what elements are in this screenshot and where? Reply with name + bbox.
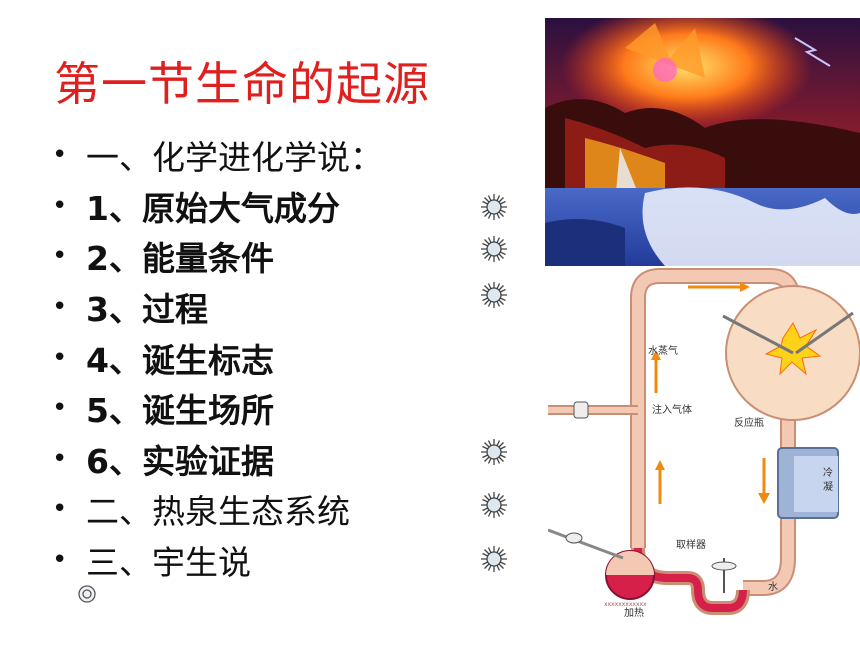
sun-link-icon[interactable]: [479, 234, 509, 264]
slide-title: 第一节生命的起源: [54, 57, 430, 111]
list-item: • 6、实验证据: [52, 434, 383, 485]
bullet: •: [52, 393, 68, 424]
label-sampler: 取样器: [676, 538, 706, 551]
item-text: 3、过程: [86, 290, 208, 330]
bullet: •: [52, 292, 68, 323]
bullet: •: [52, 545, 68, 576]
bullet: •: [52, 241, 68, 272]
list-item: • 二、热泉生态系统: [52, 484, 383, 535]
label-heat-coil: xxxxxxxxxxxx: [604, 601, 647, 608]
item-text: 2、能量条件: [86, 239, 274, 279]
bullet: •: [52, 494, 68, 525]
miller-experiment-diagram: 水蒸气 注入气体 反应瓶 冷 凝 取样器 水 xxxxxxxxxxxx 加热: [548, 268, 860, 619]
label-heat: 加热: [624, 606, 644, 619]
outline-list: • 一、化学进化学说： • 1、原始大气成分 • 2、能量条件 • 3、过程 • 4、诞生…: [52, 130, 383, 585]
label-condense-1: 冷: [823, 466, 833, 479]
list-item: • 3、过程: [52, 282, 383, 333]
action-button[interactable]: [78, 585, 96, 603]
sun-link-icon[interactable]: [479, 544, 509, 574]
label-steam: 水蒸气: [648, 344, 678, 357]
item-text: 一、化学进化学说：: [86, 138, 383, 178]
volcano-photo: [545, 18, 860, 266]
list-item: • 4、诞生标志: [52, 332, 383, 383]
item-text: 6、实验证据: [86, 441, 274, 481]
item-text: 二、热泉生态系统: [86, 492, 350, 532]
bullet: •: [52, 190, 68, 221]
label-inject-gas: 注入气体: [652, 403, 692, 416]
list-item: • 1、原始大气成分: [52, 181, 383, 232]
item-text: 三、宇生说: [86, 543, 251, 583]
bullet: •: [52, 140, 68, 171]
bullet: •: [52, 443, 68, 474]
label-reaction-flask: 反应瓶: [734, 416, 764, 429]
label-water: 水: [768, 581, 778, 593]
item-text: 4、诞生标志: [86, 340, 274, 380]
sun-link-icon[interactable]: [479, 437, 509, 467]
list-item: • 三、宇生说: [52, 535, 383, 586]
list-item: • 5、诞生场所: [52, 383, 383, 434]
label-condense-2: 凝: [823, 481, 833, 493]
list-item: • 一、化学进化学说：: [52, 130, 383, 181]
sun-link-icon[interactable]: [479, 490, 509, 520]
item-text: 5、诞生场所: [86, 391, 274, 431]
list-item: • 2、能量条件: [52, 231, 383, 282]
item-text: 1、原始大气成分: [86, 188, 340, 228]
sun-link-icon[interactable]: [479, 280, 509, 310]
bullet: •: [52, 342, 68, 373]
sun-link-icon[interactable]: [479, 192, 509, 222]
